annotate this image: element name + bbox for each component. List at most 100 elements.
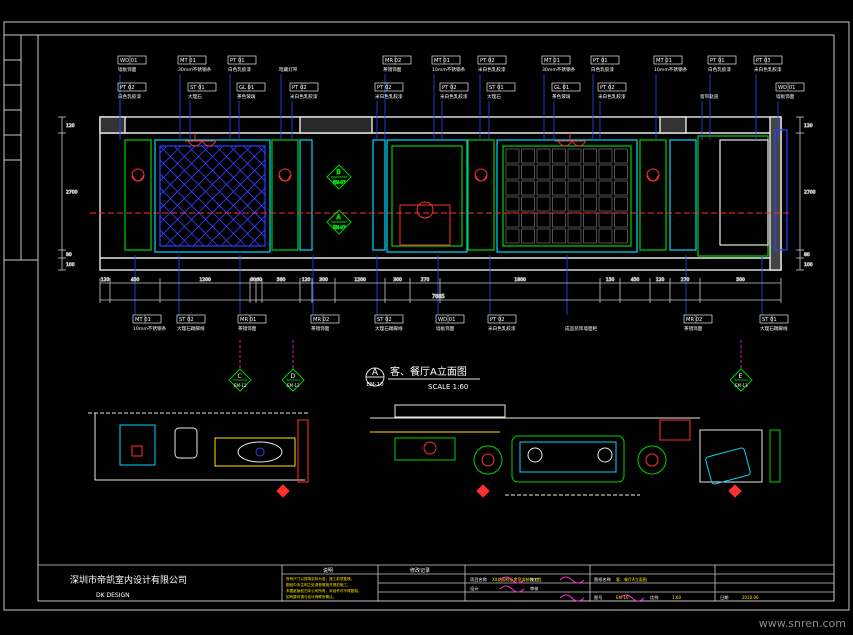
material-desc: 米白色乳胶漆 [478, 66, 506, 73]
material-desc: 米白色乳胶漆 [598, 93, 626, 100]
section-tag-sheet: EM-07 [333, 225, 346, 230]
material-code: PT 01 [593, 58, 608, 64]
material-code: PT 02 [600, 85, 615, 91]
cabinet-grid [505, 148, 628, 244]
material-desc: 大理石踢脚线 [177, 325, 205, 332]
dimension-text: 2700 [804, 190, 816, 196]
company-name: 深圳市帝凯室内设计有限公司 [70, 574, 187, 586]
material-code: PT 02 [442, 85, 457, 91]
sconce-icon [131, 168, 145, 182]
company-en: DK DESIGN [96, 592, 130, 599]
material-desc: 大理石踢脚线 [760, 325, 788, 332]
material-code: MT 01 [656, 58, 672, 64]
table-lamp-icon [399, 201, 451, 246]
dimension-text: 270 [421, 277, 430, 283]
material-code: PT 02 [377, 85, 392, 91]
dimension-text: 300 [319, 277, 328, 283]
dimension-text: 100 [804, 262, 813, 268]
material-desc: 暗藏灯带 [279, 66, 298, 73]
material-desc: 白色乳胶漆 [228, 66, 251, 73]
dimension-text: 1800 [514, 277, 526, 283]
dimension-text: 1200 [199, 277, 211, 283]
material-code: PT 02 [490, 317, 505, 323]
field-label: 日期 [720, 595, 728, 601]
section-tag-letter: C [238, 373, 242, 380]
material-code: ST 02 [179, 317, 194, 323]
section-tag-sheet: EM-13 [735, 383, 748, 388]
section-tag [326, 209, 352, 235]
material-label: MT 01 10mm不锈钢条 [653, 55, 688, 73]
material-code: MR 02 [385, 58, 401, 64]
dimension-text: 450 [131, 277, 140, 283]
section-callout [281, 368, 305, 392]
material-desc: 10mm不锈钢条 [654, 66, 688, 73]
section-callout [729, 368, 753, 392]
dimension-text: 560 [277, 277, 286, 283]
material-label: 窗帘轨道 [700, 93, 719, 100]
material-code: MR 01 [240, 317, 256, 323]
material-desc: 茶镜饰面 [238, 325, 257, 332]
material-code: MT 01 [434, 58, 450, 64]
material-desc: 白色乳胶漆 [118, 93, 141, 100]
elevation-panels [124, 129, 788, 257]
material-code: WD 01 [778, 85, 795, 91]
section-tag-letter: A [337, 214, 342, 221]
field-value: 1:60 [672, 595, 681, 600]
material-code: PT 01 [230, 58, 245, 64]
material-code: MT 01 [544, 58, 560, 64]
field-label: 项目名称 [470, 576, 487, 583]
dimension-text: 450 [631, 277, 640, 283]
signature-mark [499, 585, 525, 593]
material-desc: 大理石踢脚线 [375, 325, 403, 332]
material-label: PT 02 米白色乳胶漆 [487, 314, 517, 332]
title-symbol: A [372, 368, 379, 378]
sconce-icon [474, 168, 488, 182]
dimension-text: 120 [101, 277, 110, 283]
material-label: PT 02 米白色乳胶漆 [597, 82, 627, 100]
material-code: WD 01 [438, 317, 455, 323]
field-label: 设计 [470, 585, 478, 592]
material-desc: 大理石 [487, 93, 501, 100]
material-code: PT 01 [710, 58, 725, 64]
signature-mark [559, 576, 585, 584]
material-desc: 米白色乳胶漆 [375, 93, 403, 100]
material-code: GL 01 [239, 85, 254, 91]
material-code: ST 01 [190, 85, 205, 91]
diamond-lattice [160, 146, 265, 246]
floor-plan [88, 404, 781, 498]
field-label: 校对 [530, 576, 538, 583]
signature-mark [559, 594, 585, 602]
material-desc: 茶镜饰面 [684, 325, 703, 332]
title-scale: SCALE 1:60 [428, 383, 468, 391]
material-label: 成品装饰墙面柜 [565, 325, 598, 332]
material-code: WD 01 [120, 58, 137, 64]
chandelier-icon [185, 133, 217, 147]
material-desc: 米白色乳胶漆 [488, 325, 516, 332]
material-code: PT 03 [756, 58, 771, 64]
material-desc: 10mm不锈钢条 [432, 66, 466, 73]
field-value: 客、餐厅A立面图 [616, 576, 647, 582]
field-label: 比例 [650, 594, 658, 601]
note-line: 图纸中未注明之处请参照相关规范施工。 [286, 582, 351, 587]
material-desc: 茶镜饰面 [383, 66, 402, 73]
material-label: MR 01 茶镜饰面 [237, 314, 267, 332]
material-desc: 窗帘轨道 [700, 93, 719, 100]
drawing-title: A EM-10 客、餐厅A立面图 SCALE 1:60 [365, 365, 480, 391]
material-code: PT 02 [292, 85, 307, 91]
material-label: PT 01 白色乳胶漆 [227, 55, 257, 73]
material-desc: 白色乳胶漆 [591, 66, 614, 73]
material-label: ST 02 大理石踢脚线 [176, 314, 206, 332]
field-label: 审核 [530, 585, 539, 592]
